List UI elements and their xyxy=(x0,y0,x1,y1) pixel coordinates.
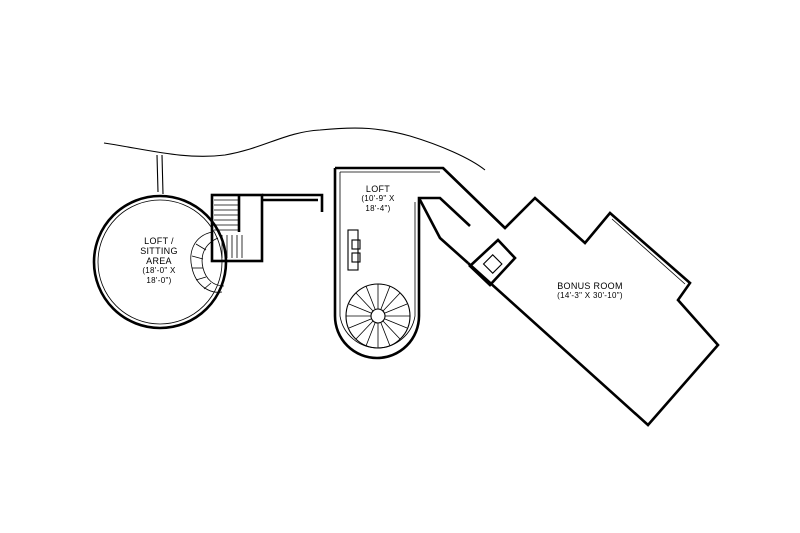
open-to-below-line xyxy=(103,127,486,171)
spiral-stair-left xyxy=(190,231,225,293)
bonus-room-dims: (14'-3" X 30'-10") xyxy=(557,291,623,300)
loft-label: LOFT (10'-9" X 18'-4") xyxy=(346,184,410,214)
chimney-box xyxy=(468,238,517,287)
loft-sitting-label: LOFT / SITTING AREA (18'-0" X 18'-0") xyxy=(126,236,192,286)
loft-dims-2: 18'-4") xyxy=(365,204,391,213)
loft-sitting-line-2: SITTING xyxy=(140,246,178,256)
loft-dims-1: (10'-9" X xyxy=(361,194,395,203)
bonus-room-title: BONUS ROOM xyxy=(557,281,623,291)
bonus-room-label: BONUS ROOM (14'-3" X 30'-10") xyxy=(540,281,640,301)
walkway xyxy=(262,193,324,212)
loft-sitting-dims-2: 18'-0") xyxy=(146,276,172,285)
loft-sitting-dims-1: (18'-0" X xyxy=(142,266,176,275)
loft-casework xyxy=(347,229,361,271)
bonus-room-connector xyxy=(417,197,469,264)
bonus-room-wall xyxy=(442,167,720,427)
loft-sitting-line-1: LOFT / xyxy=(144,236,174,246)
tower-railing xyxy=(156,154,164,195)
loft-sitting-line-3: AREA xyxy=(146,256,172,266)
straight-stair xyxy=(210,193,264,263)
spiral-stair-loft xyxy=(345,283,411,349)
bonus-room-wall-inner xyxy=(611,218,686,285)
loft-title: LOFT xyxy=(365,184,391,194)
